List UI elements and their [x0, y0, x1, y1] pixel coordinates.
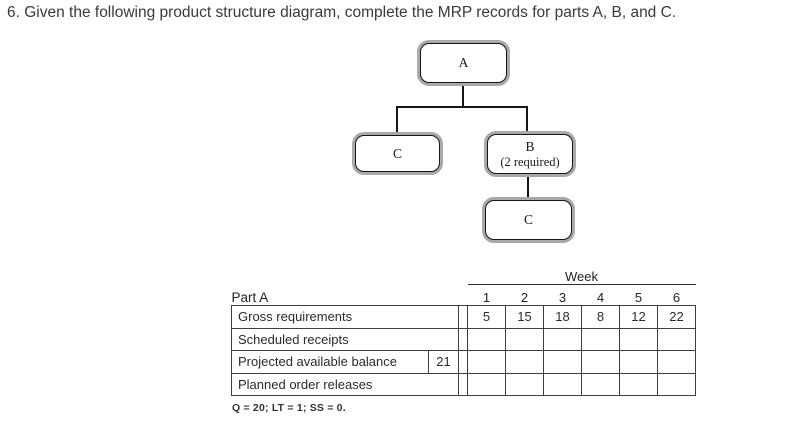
spacer-cell [232, 263, 459, 285]
gross-req-week-1: 5 [467, 305, 506, 329]
proj-balance-week-4 [581, 350, 620, 374]
node-c-bottom: C [485, 200, 572, 240]
spacer-cell [458, 305, 468, 329]
node-c-bottom-label: C [523, 212, 533, 228]
week-number-row: Part A 1 2 3 4 5 6 [232, 285, 696, 306]
week-number-5: 5 [634, 290, 643, 305]
week-number-6: 6 [672, 290, 681, 305]
mrp-table: Week Part A 1 2 3 4 5 6 Gross requiremen… [231, 263, 696, 396]
gross-requirements-row: Gross requirements 5 15 18 8 12 22 [231, 305, 696, 329]
projected-available-balance-row: Projected available balance 21 [231, 350, 696, 374]
connector-horizontal [396, 106, 528, 108]
connector-right-drop [526, 106, 528, 134]
proj-balance-week-1 [467, 350, 506, 374]
planned-releases-week-2 [505, 372, 544, 396]
product-structure-diagram: A C B (2 required) C [355, 43, 573, 240]
sched-receipts-week-1 [467, 327, 506, 351]
node-b-quantity-note: (2 required) [500, 154, 560, 169]
row-label-scheduled-receipts: Scheduled receipts [231, 327, 459, 351]
spacer-cell [458, 327, 468, 351]
gross-req-week-6: 22 [657, 305, 696, 329]
planned-order-releases-row: Planned order releases [231, 372, 696, 396]
spacer-cell [458, 350, 468, 374]
mrp-record-section: Week Part A 1 2 3 4 5 6 Gross requiremen… [231, 263, 701, 414]
sched-receipts-week-6 [657, 327, 696, 351]
proj-balance-week-5 [619, 350, 658, 374]
row-label-planned-order-releases: Planned order releases [231, 372, 459, 396]
spacer-cell [458, 372, 468, 396]
planned-releases-week-5 [619, 372, 658, 396]
node-c-left: C [355, 135, 440, 172]
node-a-label: A [458, 55, 469, 71]
planned-releases-week-1 [467, 372, 506, 396]
node-b: B (2 required) [487, 134, 573, 174]
week-number-1: 1 [482, 290, 491, 305]
row-label-gross-requirements: Gross requirements [231, 305, 459, 329]
sched-receipts-week-5 [619, 327, 658, 351]
connector-a-down [462, 83, 464, 108]
sched-receipts-week-2 [505, 327, 544, 351]
gross-req-week-5: 12 [619, 305, 658, 329]
proj-balance-week-6 [657, 350, 696, 374]
planned-releases-week-3 [543, 372, 582, 396]
sched-receipts-week-4 [581, 327, 620, 351]
gross-req-week-3: 18 [543, 305, 582, 329]
proj-balance-week-2 [505, 350, 544, 374]
week-number-2: 2 [520, 290, 529, 305]
week-header-label: Week [467, 263, 696, 285]
week-number-4: 4 [596, 290, 605, 305]
connector-left-drop [396, 106, 398, 135]
spacer-cell [459, 263, 468, 285]
gross-req-week-2: 15 [505, 305, 544, 329]
part-a-label: Part A [231, 290, 269, 305]
week-header-row: Week [232, 263, 696, 285]
sched-receipts-week-3 [543, 327, 582, 351]
lot-size-note: Q = 20; LT = 1; SS = 0. [232, 402, 346, 414]
week-number-3: 3 [558, 290, 567, 305]
spacer-cell [459, 285, 468, 306]
planned-releases-week-6 [657, 372, 696, 396]
proj-balance-week-3 [543, 350, 582, 374]
begin-balance-cell: 21 [428, 350, 459, 374]
page-title: 6. Given the following product structure… [7, 4, 677, 21]
connector-b-to-c [527, 173, 529, 200]
row-label-projected-available-balance: Projected available balance [231, 350, 429, 374]
node-b-label: B [525, 139, 535, 155]
scheduled-receipts-row: Scheduled receipts [231, 327, 696, 351]
planned-releases-week-4 [581, 372, 620, 396]
node-a: A [420, 43, 507, 83]
node-c-left-label: C [392, 145, 402, 161]
gross-req-week-4: 8 [581, 305, 620, 329]
